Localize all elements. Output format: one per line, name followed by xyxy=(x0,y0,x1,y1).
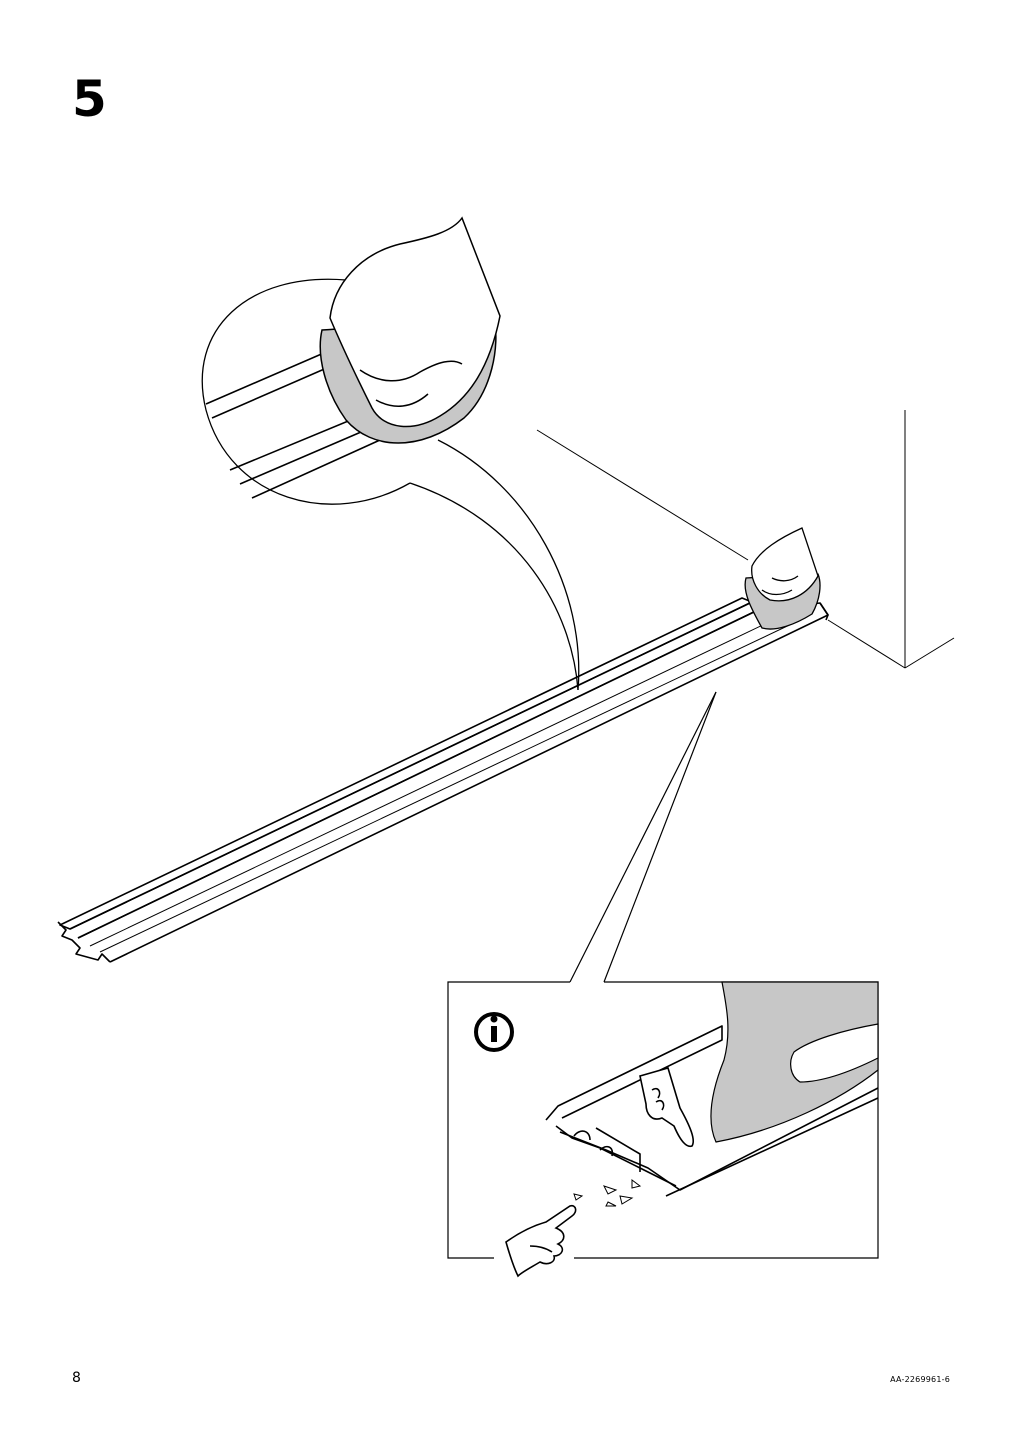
debris-particles xyxy=(573,1179,642,1207)
glove-icon xyxy=(710,981,879,1143)
pointing-side-hand-icon xyxy=(505,1204,577,1278)
track-rail xyxy=(57,597,829,963)
page-number: 8 xyxy=(72,1370,81,1386)
cleaning-hand-icon xyxy=(744,527,821,630)
callout-pointer xyxy=(569,691,717,983)
step-number: 5 xyxy=(72,70,107,128)
document-code: AA-2269961-6 xyxy=(890,1375,950,1384)
wall-outline xyxy=(536,410,955,669)
info-icon xyxy=(474,1012,514,1052)
cleaning-hand-zoom-icon xyxy=(319,216,501,444)
rail-closeup xyxy=(545,1025,879,1197)
pointing-hand-icon xyxy=(639,1067,695,1148)
